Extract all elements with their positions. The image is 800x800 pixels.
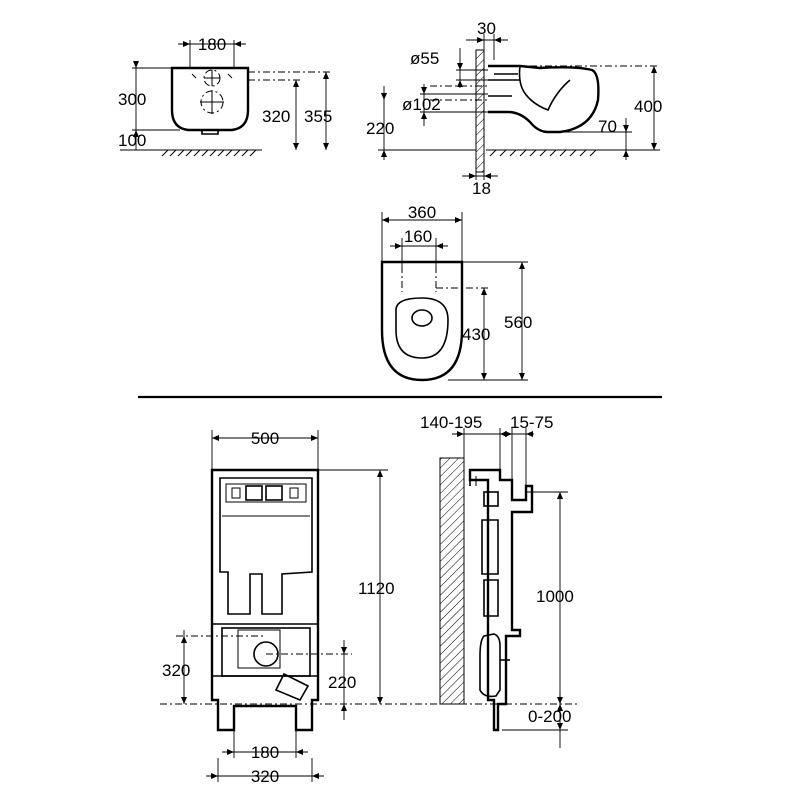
dim-0-200 <box>502 692 568 748</box>
label-430-top: 430 <box>462 325 490 344</box>
dim-70-side <box>560 118 632 160</box>
dim-560-top <box>462 261 528 381</box>
side-pipes <box>488 73 520 97</box>
label-560-top: 560 <box>504 313 532 332</box>
label-400-side: 400 <box>634 97 662 116</box>
dim-220-side <box>378 86 476 160</box>
dim-360-top <box>381 212 463 262</box>
dim-355-front <box>248 71 330 150</box>
label-180-frame: 180 <box>251 743 279 762</box>
label-0-200: 0-200 <box>528 707 571 726</box>
frame-lower-bracket <box>212 623 318 702</box>
label-160-top: 160 <box>404 227 432 246</box>
label-320-frame: 320 <box>162 661 190 680</box>
frame-side-view: 140-195 15-75 1000 0-200 <box>420 413 574 748</box>
dim-18-side <box>462 160 498 180</box>
frame-outer <box>210 468 320 732</box>
dim-180-front <box>178 40 246 68</box>
dim-300-100-front <box>120 61 180 151</box>
front-view: 180 300 100 320 355 <box>118 35 332 157</box>
frame-front-view: 500 1120 320 220 <box>160 429 580 786</box>
dim-160-top <box>390 238 448 266</box>
top-view: 360 160 430 560 <box>380 203 532 382</box>
dim-320-frame <box>176 630 266 704</box>
label-o55-side: ø55 <box>410 49 439 68</box>
label-500-frame: 500 <box>251 429 279 448</box>
dim-430-top <box>436 287 490 381</box>
dim-1120-frame <box>318 469 388 704</box>
front-bowl-outline <box>170 66 250 132</box>
dim-320-front <box>248 79 300 150</box>
label-1120-frame: 1120 <box>358 579 395 598</box>
frame-flush-plate <box>222 483 310 517</box>
label-140-195: 140-195 <box>420 413 482 432</box>
label-360-top: 360 <box>408 203 436 222</box>
dim-220-frame <box>266 640 352 720</box>
side-bowl-outline <box>488 64 600 134</box>
label-180-front: 180 <box>198 35 226 54</box>
dim-o55-side <box>456 48 488 88</box>
dim-500-frame <box>211 430 319 470</box>
front-mount-marks <box>191 69 233 114</box>
dim-o102-side <box>420 84 488 126</box>
dim-400-side <box>600 66 660 151</box>
top-seat-inner <box>395 297 449 359</box>
label-1000: 1000 <box>536 587 574 606</box>
side-bowl-inner <box>518 65 571 112</box>
label-70-side: 70 <box>598 117 617 136</box>
side-view: 30 ø55 ø102 220 <box>366 19 662 198</box>
label-18-side: 18 <box>472 179 491 198</box>
dim-320-bottom-frame <box>206 758 324 782</box>
label-15-75: 15-75 <box>510 413 553 432</box>
front-floor <box>160 149 262 157</box>
dim-180-frame <box>222 730 308 758</box>
label-320-bottom-frame: 320 <box>251 767 279 786</box>
side-floor-hatch <box>489 149 597 157</box>
label-355-front: 355 <box>304 107 332 126</box>
frame-side-profile <box>468 468 534 732</box>
front-outlet-nub <box>201 129 219 135</box>
label-320-front: 320 <box>262 107 290 126</box>
side-wall <box>475 49 485 173</box>
label-100-front: 100 <box>118 131 146 150</box>
label-o102-side: ø102 <box>402 95 441 114</box>
label-220-frame: 220 <box>328 673 356 692</box>
top-drain <box>411 309 433 327</box>
frame-tank <box>219 477 313 615</box>
label-300-front: 300 <box>118 90 146 109</box>
dim-15-75 <box>504 428 534 486</box>
label-30-side: 30 <box>477 19 496 38</box>
frame-side-wall <box>439 457 465 705</box>
dim-30-side <box>466 34 508 60</box>
top-bowl-outline <box>380 260 464 382</box>
label-220-side: 220 <box>366 119 394 138</box>
